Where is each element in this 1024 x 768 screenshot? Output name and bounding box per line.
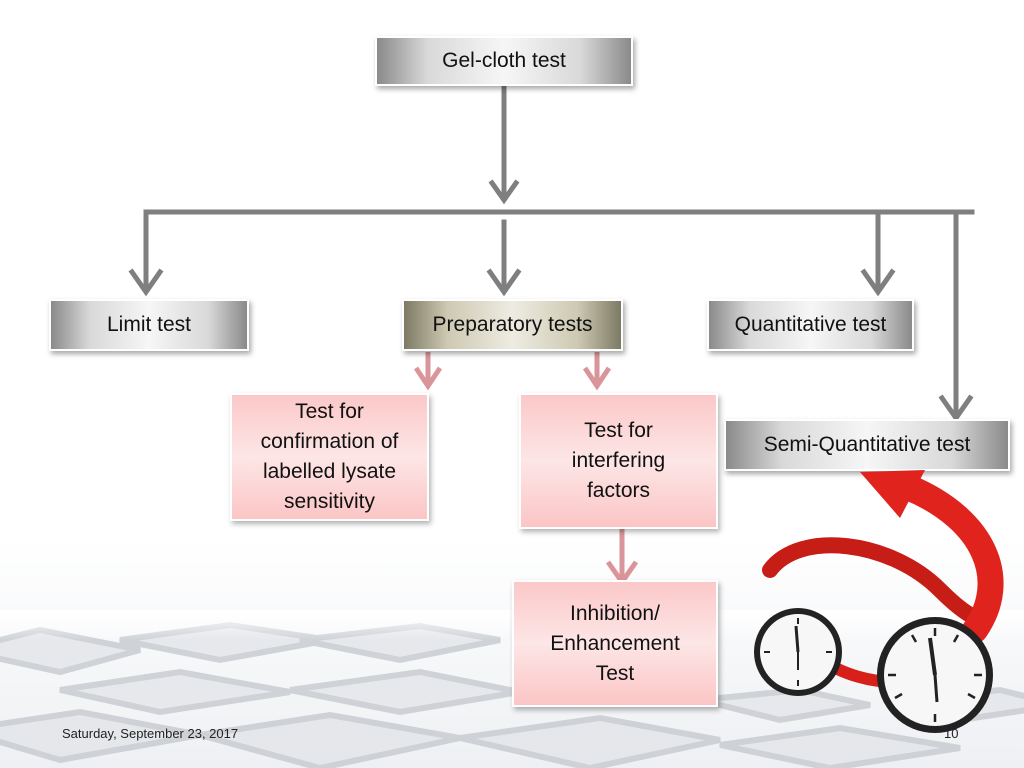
text-line: confirmation of [260, 430, 399, 453]
node-limit-test: Limit test [49, 299, 249, 351]
node-text: Inhibition/ Enhancement Test [550, 599, 680, 689]
node-confirmation-test: Test for confirmation of labelled lysate… [230, 393, 429, 521]
footer-date: Saturday, September 23, 2017 [62, 726, 239, 741]
node-interfering-factors: Test for interfering factors [519, 393, 718, 529]
text-line: Test for [584, 419, 653, 442]
text-line: Test [595, 661, 635, 685]
node-label: Preparatory tests [432, 313, 593, 336]
text-line: labelled lysate [262, 460, 397, 483]
page-number: 10 [944, 726, 959, 741]
node-preparatory-tests: Preparatory tests [402, 299, 623, 351]
node-semi-quantitative-test: Semi-Quantitative test [724, 419, 1010, 471]
root-arrowhead [488, 179, 520, 205]
node-text: Test for interfering factors [572, 416, 665, 506]
node-quantitative-test: Quantitative test [707, 299, 914, 351]
node-label: Limit test [106, 313, 192, 336]
text-line: factors [586, 479, 650, 502]
text-line: interfering [571, 449, 666, 472]
clock-icon [754, 608, 842, 696]
text-line: Test for [295, 400, 364, 423]
node-text: Test for confirmation of labelled lysate… [261, 397, 399, 517]
text-line: sensitivity [283, 490, 375, 513]
node-label: Semi-Quantitative test [763, 433, 971, 456]
node-inhibition-enhancement: Inhibition/ Enhancement Test [512, 580, 718, 707]
clock-icon [877, 617, 993, 733]
text-line: Inhibition/ [570, 601, 660, 625]
node-label: Gel-cloth test [442, 49, 566, 72]
node-label: Quantitative test [734, 313, 887, 336]
clock-illustration [754, 470, 1004, 733]
text-line: Enhancement [550, 631, 680, 655]
node-gel-cloth-test: Gel-cloth test [375, 36, 633, 86]
